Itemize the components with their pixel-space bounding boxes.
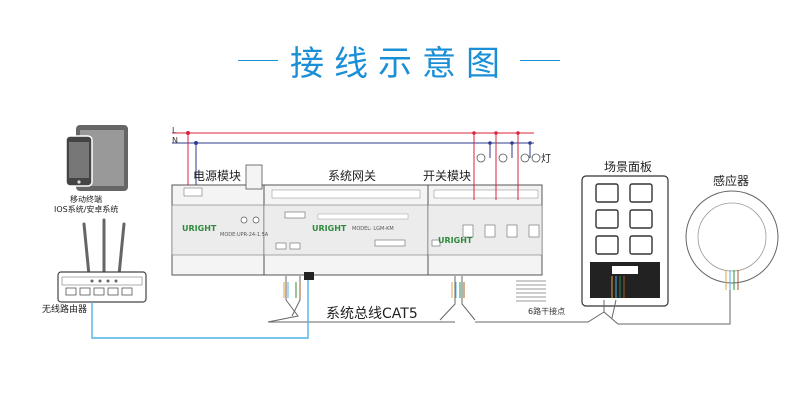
- dry-contact-wires: [516, 280, 546, 302]
- gateway-module: [263, 184, 429, 276]
- power-model: MODE:UPR-24-1.5A: [220, 232, 269, 238]
- title-rule-right: [520, 60, 560, 61]
- scene-panel: [581, 175, 669, 307]
- lamp-label: 灯: [541, 154, 551, 165]
- live-wire-label: L: [172, 126, 177, 135]
- lamp-branch: [472, 131, 532, 200]
- phone-icon: [65, 135, 93, 187]
- bus-label: 系统总线CAT5: [326, 306, 418, 322]
- sensor-label: 感应器: [713, 174, 750, 188]
- title-rule-left: [238, 60, 278, 61]
- network-cable: [91, 272, 314, 339]
- switch-module-label: 开关模块: [423, 169, 472, 183]
- gateway-brand: URIGHT: [312, 224, 347, 233]
- neutral-wire-label: N: [172, 136, 178, 145]
- tablet-caption-line1: 移动终端: [70, 195, 102, 204]
- switch-brand: URIGHT: [438, 236, 473, 245]
- switch-module: [427, 184, 543, 276]
- power-module-label: 电源模块: [193, 169, 242, 183]
- power-brand: URIGHT: [182, 224, 217, 233]
- router-icon: [57, 218, 147, 303]
- bus-terminals: [283, 270, 739, 298]
- power-module: [171, 164, 265, 276]
- tablet-caption-line2: IOS系统/安卓系统: [54, 205, 119, 214]
- gateway-model: MODEL: LGM-KM: [352, 226, 394, 232]
- scene-panel-label: 场景面板: [604, 160, 653, 174]
- router-caption: 无线路由器: [42, 305, 88, 315]
- gateway-label: 系统网关: [328, 169, 377, 183]
- dry-contact-label: 6路干接点: [528, 307, 566, 316]
- sensor-icon: [685, 190, 779, 284]
- lamp-icon: [476, 153, 541, 163]
- page-title: 接线示意图: [290, 44, 510, 84]
